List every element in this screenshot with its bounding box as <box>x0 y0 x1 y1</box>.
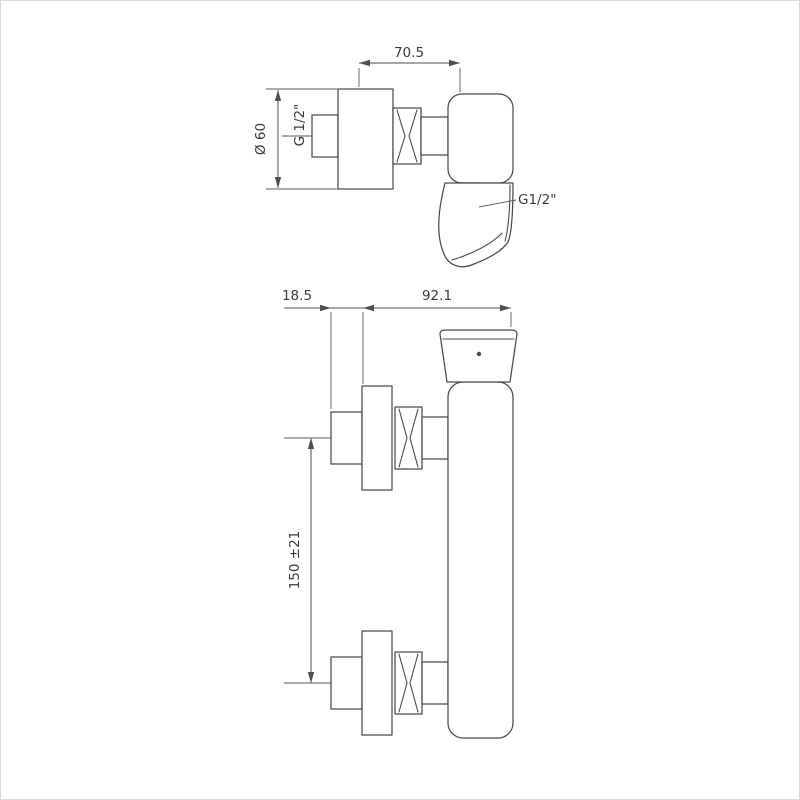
side-wall-nut <box>311 114 339 158</box>
hex-chamfer <box>398 653 408 713</box>
side-wall-flange <box>337 88 394 190</box>
dim-label-height: 150 ±21 <box>287 531 303 590</box>
hex-chamfer <box>409 653 419 713</box>
wall-nut <box>330 411 363 465</box>
neck <box>421 661 449 705</box>
side-body <box>447 93 514 184</box>
hex-nut <box>394 651 423 715</box>
outlet-thread-label: G1/2" <box>518 192 556 208</box>
side-view: 70.5 Ø 60 G 1/2" G1/2" <box>253 45 556 268</box>
wall-thread-label: G 1/2" <box>292 104 308 147</box>
hex-chamfer <box>408 109 418 163</box>
wall-nut <box>330 656 363 710</box>
front-handle <box>439 329 518 383</box>
handle-screw-dot <box>476 351 482 357</box>
side-hex-nut <box>392 107 422 165</box>
lower-wall-connection <box>330 630 449 736</box>
front-view: 18.5 92.1 150 ±21 <box>282 288 518 739</box>
wall-flange <box>361 630 393 736</box>
dim-label-width: 92.1 <box>422 288 452 304</box>
side-neck <box>420 116 449 156</box>
front-body <box>447 381 514 739</box>
hex-chamfer <box>398 408 408 468</box>
hex-chamfer <box>396 109 406 163</box>
neck <box>421 416 449 460</box>
dim-label-diameter: Ø 60 <box>253 123 269 155</box>
hex-chamfer <box>409 408 419 468</box>
dim-label-depth: 70.5 <box>394 45 424 61</box>
side-handle <box>438 182 514 268</box>
dim-label-offset: 18.5 <box>282 288 312 304</box>
outlet-leader-line <box>478 199 517 208</box>
upper-wall-connection <box>330 385 449 491</box>
wall-flange <box>361 385 393 491</box>
hex-nut <box>394 406 423 470</box>
